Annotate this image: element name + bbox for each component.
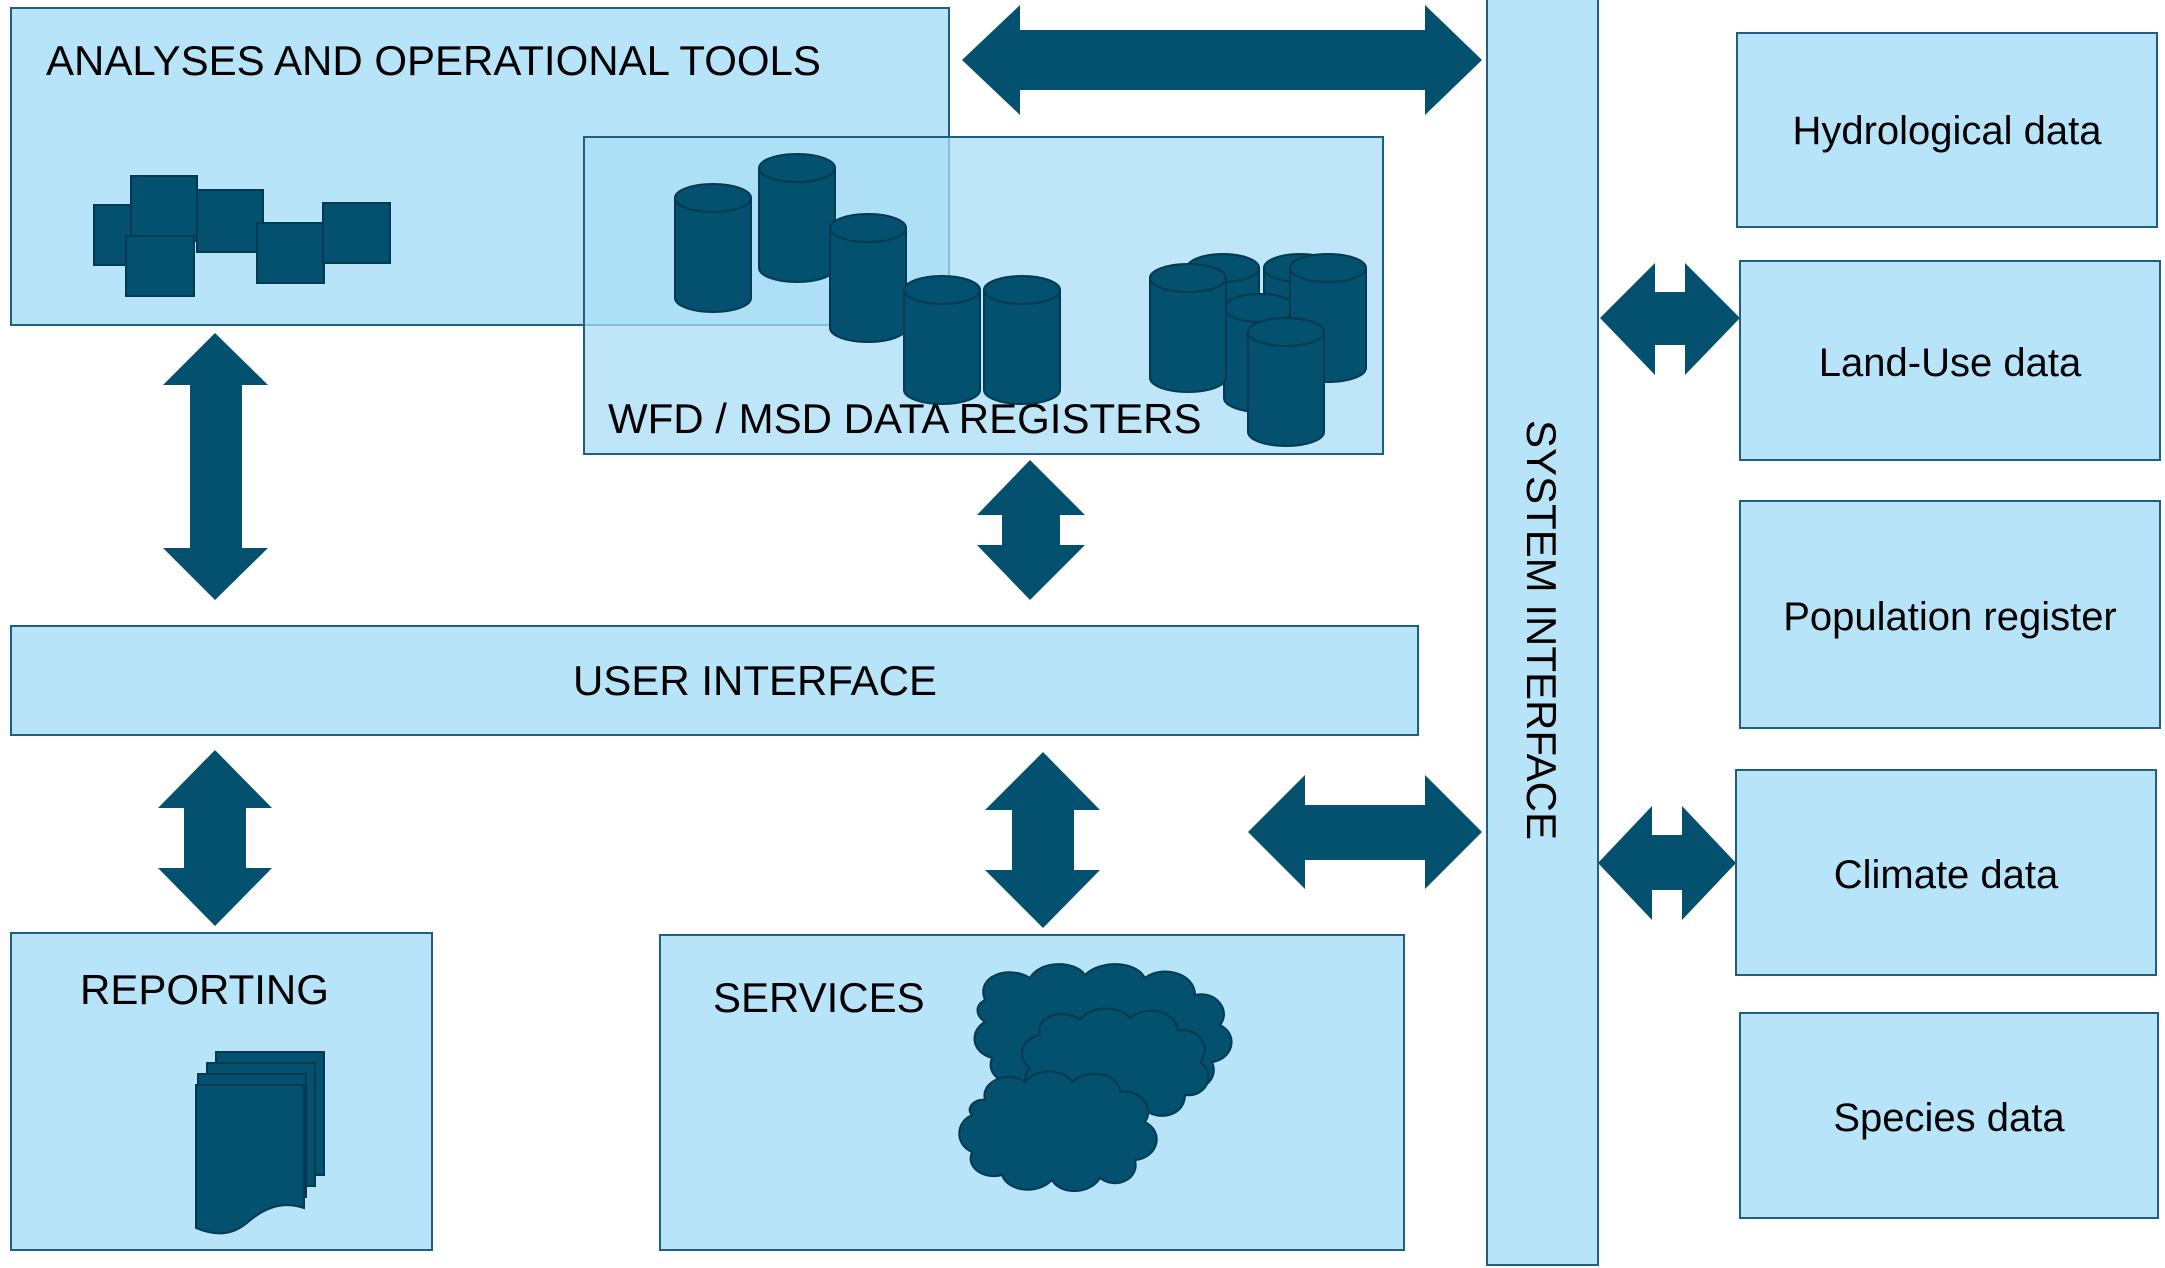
- user-interface-box: USER INTERFACE: [10, 625, 1419, 736]
- cylinder-lid: [903, 275, 981, 305]
- reporting-title: REPORTING: [80, 966, 329, 1013]
- data-sources: Hydrological data Land-Use data Populati…: [1735, 32, 2161, 1219]
- double-arrow-ui-reporting: [158, 750, 272, 926]
- system-interface-box: SYSTEM INTERFACE: [1486, 0, 1599, 1266]
- database-cylinders-icon: [674, 153, 1367, 447]
- cylinder-body: [674, 197, 752, 313]
- cylinder-body: [1149, 277, 1227, 393]
- double-arrow-ui-services: [985, 752, 1100, 928]
- cylinder-body: [758, 167, 836, 283]
- land-use-data-label: Land-Use data: [1819, 341, 2082, 385]
- double-arrow-system-landuse: [1600, 263, 1740, 375]
- species-data-label: Species data: [1833, 1096, 2065, 1140]
- hydrological-data-box: Hydrological data: [1736, 32, 2158, 228]
- cylinder-lid: [1289, 253, 1367, 283]
- services-box: SERVICES: [659, 934, 1405, 1251]
- cloud-icon: [958, 963, 1233, 1192]
- land-use-data-box: Land-Use data: [1739, 260, 2161, 461]
- tools-blocks-icon: [93, 175, 391, 297]
- double-arrow-registers-ui: [977, 460, 1085, 600]
- cylinder-body: [903, 289, 981, 405]
- hydrological-data-label: Hydrological data: [1792, 109, 2102, 153]
- species-data-box: Species data: [1739, 1012, 2159, 1219]
- double-arrow-analyses-ui: [163, 333, 268, 600]
- system-interface-label: SYSTEM INTERFACE: [1518, 420, 1565, 840]
- cylinder-lid: [758, 153, 836, 183]
- double-arrow-analyses-system: [962, 5, 1482, 115]
- cylinder-body: [829, 227, 907, 343]
- services-title: SERVICES: [713, 974, 925, 1021]
- cylinder-body: [983, 289, 1061, 405]
- reporting-box: REPORTING: [10, 932, 433, 1251]
- double-arrow-services-system: [1248, 775, 1482, 889]
- climate-data-box: Climate data: [1735, 769, 2157, 976]
- double-arrow-system-climate: [1598, 806, 1736, 920]
- cylinder-body: [1247, 331, 1325, 447]
- cylinder-lid: [674, 183, 752, 213]
- registers-title: WFD / MSD DATA REGISTERS: [608, 395, 1201, 442]
- analyses-title: ANALYSES AND OPERATIONAL TOOLS: [46, 37, 821, 84]
- document-stack-icon: [195, 1051, 325, 1235]
- registers-box: WFD / MSD DATA REGISTERS: [583, 136, 1384, 455]
- connector-arrows: [158, 5, 1740, 928]
- cylinder-lid: [829, 213, 907, 243]
- climate-data-label: Climate data: [1834, 853, 2059, 897]
- population-register-box: Population register: [1739, 500, 2161, 729]
- cylinder-lid: [1149, 263, 1227, 293]
- cylinder-lid: [1247, 317, 1325, 347]
- user-interface-label: USER INTERFACE: [573, 657, 937, 704]
- cylinder-lid: [983, 275, 1061, 305]
- population-register-label: Population register: [1783, 595, 2117, 639]
